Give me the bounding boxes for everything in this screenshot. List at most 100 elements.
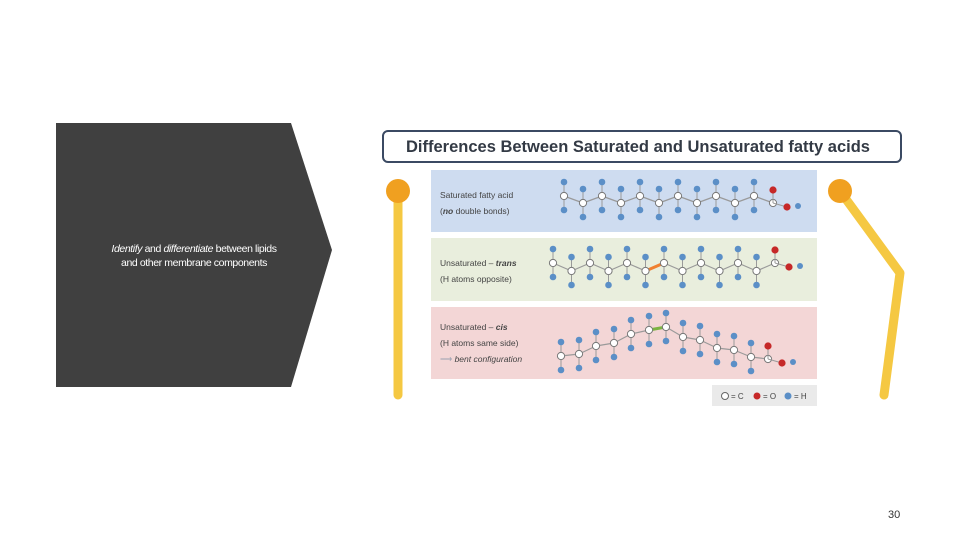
right-bar (835, 186, 905, 400)
atom-legend: = C = O = H (712, 385, 817, 406)
hydrogen-atom (747, 367, 755, 375)
figure-title-box: Differences Between Saturated and Unsatu… (382, 130, 902, 163)
carbon-atom (673, 191, 683, 201)
saturated-chain (559, 178, 801, 221)
carbon-atom (591, 341, 601, 351)
saturated-no: no (442, 206, 454, 216)
hydrogen-atom (713, 358, 721, 366)
hydrogen-atom (627, 344, 635, 352)
carbon-atom (559, 191, 569, 201)
hydrogen-atom (586, 245, 594, 253)
row-saturated: Saturated fatty acid (no double bonds) (431, 170, 817, 232)
oxygen-atom (778, 359, 786, 367)
hydrogen-atom (627, 316, 635, 324)
saturated-label: Saturated fatty acid (440, 190, 514, 200)
hydrogen-atom (592, 328, 600, 336)
hydrogen-atom (750, 178, 758, 186)
hydrogen-atom (693, 185, 701, 193)
hydrogen-atom (662, 337, 670, 345)
hydrogen-atom (731, 213, 739, 221)
hydrogen-atom (557, 366, 565, 374)
hydrogen-atom (549, 245, 557, 253)
carbon-atom (635, 191, 645, 201)
hydrogen-atom (636, 178, 644, 186)
objective-and: and (142, 243, 164, 255)
hydrogen-atom (790, 359, 796, 365)
hydrogen-atom (734, 273, 742, 281)
hydrogen-atom (674, 178, 682, 186)
hydrogen-atom (712, 206, 720, 214)
hydrogen-atom (549, 273, 557, 281)
carbon-atom (578, 198, 588, 208)
hydrogen-atom (560, 206, 568, 214)
carbon-atom (604, 266, 613, 276)
carbon-atom (695, 335, 705, 345)
carbon-atom (644, 325, 654, 335)
cis-note: ⟶ bent configuration (440, 354, 523, 364)
oxygen-atom (769, 186, 777, 194)
hydrogen-atom (642, 253, 649, 261)
hydrogen-atom (598, 178, 606, 186)
carbon-atom (712, 343, 722, 353)
hydrogen-atom (697, 245, 705, 253)
objective-text: Identify and differentiate between lipid… (66, 242, 322, 270)
carbon-atom (585, 258, 595, 268)
hydrogen-atom (731, 185, 739, 193)
trans-label: Unsaturated – trans (440, 258, 517, 268)
carbon-atom (730, 198, 740, 208)
carbon-atom (641, 266, 650, 276)
carbon-atom (715, 266, 724, 276)
objective-line2: and other membrane components (121, 257, 267, 269)
carbon-atom (746, 352, 756, 362)
hydrogen-atom (568, 253, 575, 261)
row-trans: Unsaturated – trans (H atoms opposite) (431, 238, 817, 301)
carbon-atom (597, 191, 607, 201)
legend-oxygen: = O (763, 392, 776, 401)
hydrogen-atom (623, 245, 631, 253)
legend-carbon-icon (721, 392, 729, 400)
carbon-atom (616, 198, 626, 208)
hydrogen-atom (730, 332, 738, 340)
hydrogen-atom (679, 253, 686, 261)
hydrogen-atom (645, 340, 653, 348)
legend-oxygen-icon (753, 392, 761, 400)
hydrogen-atom (696, 322, 704, 330)
carbon-atom (711, 191, 721, 201)
hydrogen-atom (674, 206, 682, 214)
hydrogen-atom (679, 319, 687, 327)
carbon-atom (659, 258, 669, 268)
carbon-atom (574, 349, 584, 359)
carbon-atom (654, 198, 664, 208)
hydrogen-atom (713, 330, 721, 338)
row-cis: Unsaturated – cis (H atoms same side) ⟶ … (431, 307, 817, 379)
hydrogen-atom (655, 185, 663, 193)
carbon-atom (733, 258, 743, 268)
hydrogen-atom (605, 253, 612, 261)
hydrogen-atom (712, 178, 720, 186)
hydrogen-atom (753, 253, 760, 261)
hydrogen-atom (642, 281, 649, 289)
carbon-atom (626, 329, 636, 339)
hydrogen-atom (575, 364, 583, 372)
left-knob (386, 179, 410, 203)
hydrogen-atom (568, 281, 575, 289)
cis-chain (556, 309, 796, 375)
hydrogen-atom (623, 273, 631, 281)
hydrogen-atom (660, 273, 668, 281)
hydrogen-atom (795, 203, 801, 209)
hydrogen-atom (660, 245, 668, 253)
hydrogen-atom (730, 360, 738, 368)
decorative-bars (386, 179, 905, 400)
hydrogen-atom (662, 309, 670, 317)
trans-bold: trans (495, 258, 517, 268)
hydrogen-atom (645, 312, 653, 320)
oxygen-atom (764, 342, 772, 350)
hydrogen-atom (750, 206, 758, 214)
hydrogen-atom (753, 281, 760, 289)
hydrogen-atom (579, 213, 587, 221)
carbon-atom (556, 351, 566, 361)
hydrogen-atom (747, 339, 755, 347)
hydrogen-atom (734, 245, 742, 253)
oxygen-atom (785, 263, 793, 271)
hydrogen-atom (679, 281, 686, 289)
